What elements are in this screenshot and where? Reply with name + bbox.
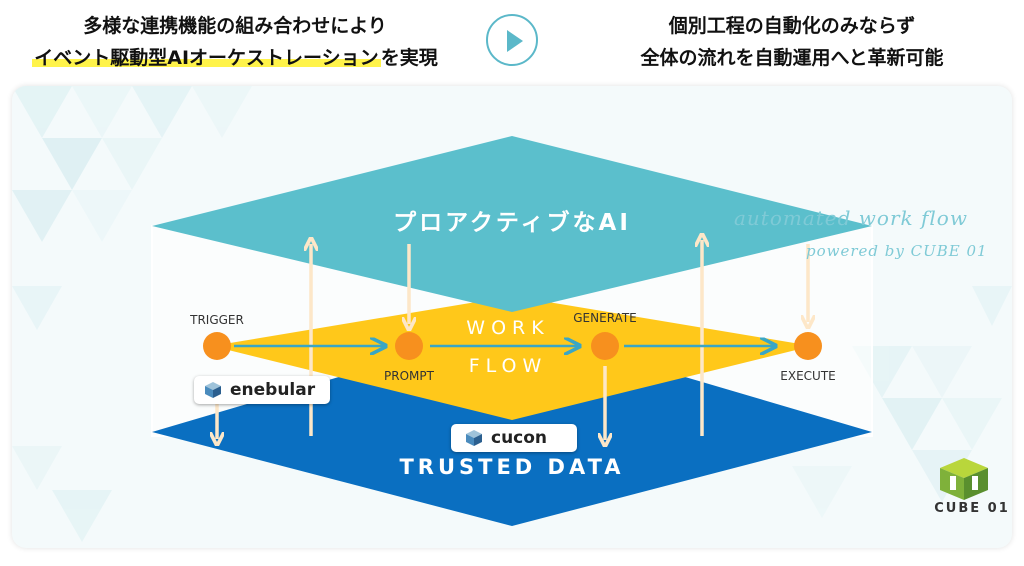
header-right-line1: 個別工程の自動化のみならず (668, 15, 916, 37)
cube01-logo-icon (940, 458, 988, 500)
enebular-logo-badge: enebular (194, 376, 330, 404)
header-right-caption: 個別工程の自動化のみならず 全体の流れを自動運用へと革新可能 (560, 10, 1024, 74)
execute-node (794, 332, 822, 360)
workflow-layer (212, 296, 812, 420)
ai-layer-label: プロアクティブなAI (393, 209, 631, 236)
vertical-arrows (217, 240, 808, 440)
diagram-panel: プロアクティブなAI WORK FLOW TRUSTED DATA TRIGGE… (12, 86, 1012, 548)
cucon-logo-badge: cucon (451, 424, 577, 452)
cucon-name: cucon (491, 428, 548, 448)
prompt-label: PROMPT (384, 369, 435, 383)
tagline-line2: powered by CUBE 01 (806, 242, 988, 260)
cube01-name: CUBE 01 (934, 501, 1010, 516)
prompt-node (395, 332, 423, 360)
generate-node (591, 332, 619, 360)
execute-label: EXECUTE (780, 369, 835, 383)
header-left-line2: イベント駆動型AIオーケストレーションを実現 (0, 42, 470, 74)
trigger-node (203, 332, 231, 360)
header-left-line2-suffix: を実現 (380, 47, 438, 69)
header-left-line1: 多様な連携機能の組み合わせにより (83, 15, 387, 37)
header-right-line2: 全体の流れを自動運用へと革新可能 (640, 47, 944, 69)
workflow-label-work: WORK (466, 317, 549, 339)
trigger-label: TRIGGER (189, 313, 244, 327)
play-circle-icon[interactable] (486, 14, 538, 66)
tagline-line1: automated work flow (734, 206, 968, 230)
header-left-caption: 多様な連携機能の組み合わせにより イベント駆動型AIオーケストレーションを実現 (0, 10, 470, 74)
cube-logo-icon (466, 430, 482, 446)
workflow-diagram: プロアクティブなAI WORK FLOW TRUSTED DATA TRIGGE… (12, 86, 1012, 542)
trusted-data-label: TRUSTED DATA (399, 455, 624, 479)
ai-layer (152, 136, 872, 312)
cube-logo-icon (205, 382, 221, 398)
highlighted-phrase: イベント駆動型AIオーケストレーション (32, 47, 381, 69)
generate-label: GENERATE (573, 311, 636, 325)
enebular-name: enebular (230, 380, 316, 400)
workflow-label-flow: FLOW (469, 355, 548, 377)
